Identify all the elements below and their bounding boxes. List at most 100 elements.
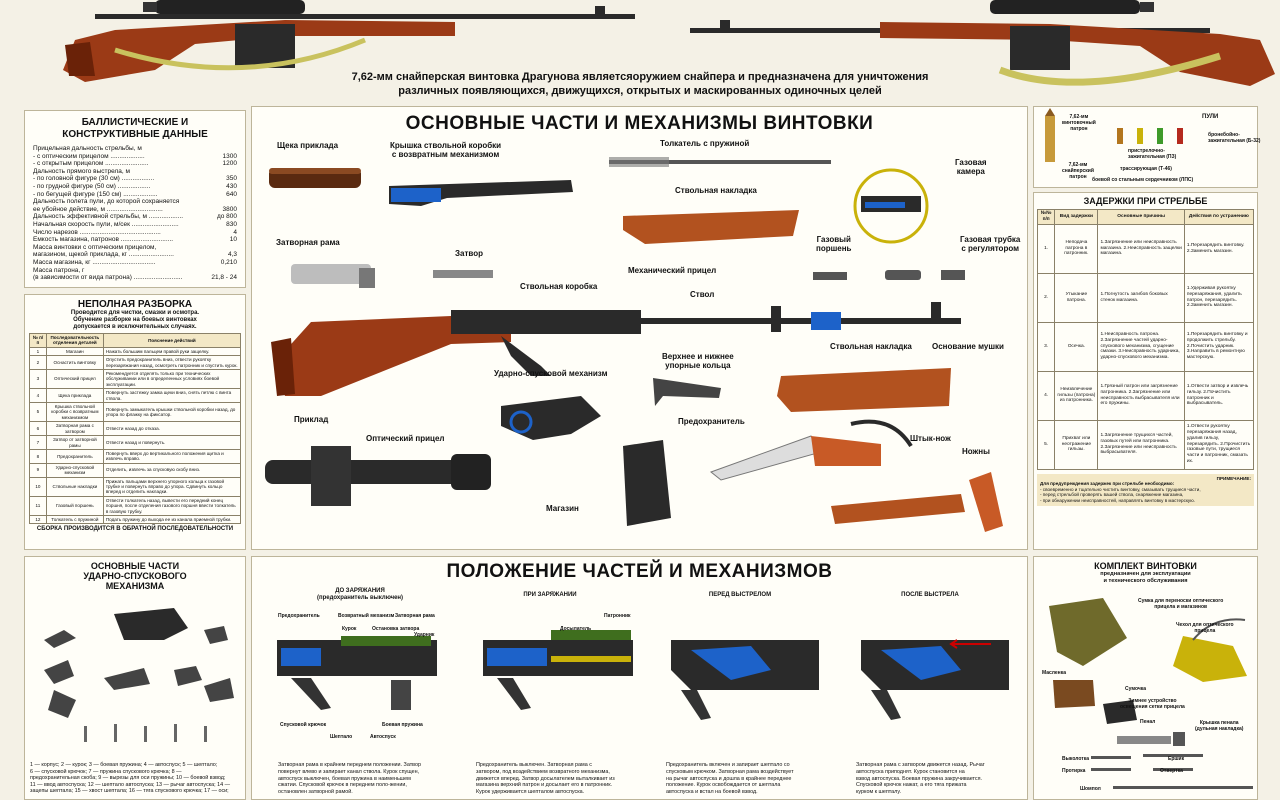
ballistics-row: Число нарезов ..........................… [33,228,237,236]
label-magazine: Магазин [546,504,579,513]
bullet-pz: пристрелочно- зажигательная (ПЗ) [1128,148,1177,160]
main-parts-title: ОСНОВНЫЕ ЧАСТИ И МЕХАНИЗМЫ ВИНТОВКИ [405,113,874,134]
col-num: № п/п [29,333,47,348]
label-safety: Предохранитель [678,417,745,426]
table-row: 1.Неподача патрона в патронник.1.Загрязн… [1036,223,1255,274]
ballistics-row: Дальность эффективной стрельбы, м ......… [33,213,237,221]
ballistics-row: - с оптическим прицелом ................… [33,152,237,160]
label-cover: Крышка ствольной коробки с возвратным ме… [390,141,502,159]
pos1-title: ДО ЗАРЯЖАНИЯ (предохранитель выключен) [316,588,404,601]
pos1-text: Затворная рама в крайнем переднем положе… [278,762,421,796]
bullet-b32: бронебойно- зажигательная (Б-32) [1208,132,1261,144]
trigger-parts-legend: 1 — корпус; 2 — курок; 3 — боевая пружин… [30,762,231,795]
label-gas-tube: Газовая трубка с регулятором [960,235,1021,253]
ammo-illustrations [1045,108,1183,162]
label-pusher: Толкатель с пружиной [660,139,750,148]
pos4-text: Затворная рама с затвором движется назад… [856,762,985,796]
ballistics-panel: БАЛЛИСТИЧЕСКИЕ И КОНСТРУКТИВНЫЕ ДАННЫЕ П… [24,110,246,288]
label-gas-piston: Газовый поршень [816,235,852,253]
label-handguard-bottom: Ствольная накладка [830,342,912,351]
kit-illustrations [1049,598,1253,789]
label-knives: Ножны [962,447,990,456]
col-seq: Последовательность отделения деталей [45,333,104,348]
trigger-parts-title: ОСНОВНЫЕ ЧАСТИ УДАРНО-СПУСКОВОГО МЕХАНИЗ… [83,561,187,591]
ballistics-row: (в зависимости от вида патрона) ........… [33,274,237,282]
trigger-parts-illustration [44,608,234,742]
col-type: Вид задержки [1054,209,1099,225]
malfunctions-panel: ЗАДЕРЖКИ ПРИ СТРЕЛЬБЕ №№ п/п Вид задержк… [1033,192,1258,550]
tag-auto-sear-1: Автоспуск [370,734,396,740]
table-row: 2.Утыкание патрона.1.Погнутость загибов … [1036,272,1255,323]
table-row: 5.Прихват или неотражение гильзы.1.Загря… [1036,419,1255,470]
label-rings: Верхнее и нижнее упорные кольца [662,352,734,370]
tag-chamber-2: Патронник [604,613,631,619]
ballistics-row: Масса патрона, г [33,266,85,274]
kit-brush: Ершик [1168,756,1185,762]
disassembly-footer: СБОРКА ПРОИЗВОДИТСЯ В ОБРАТНОЙ ПОСЛЕДОВА… [36,526,234,533]
tag-bolt-stop-1: Остановка затвора [372,626,420,632]
disassembly-table: № п/п Последовательность отделения детал… [29,333,242,525]
label-scope: Оптический прицел [366,434,445,443]
label-bayonet: Штык-нож [910,434,951,443]
label-receiver: Ствольная коробка [520,282,598,291]
ballistics-title: БАЛЛИСТИЧЕСКИЕ И КОНСТРУКТИВНЫЕ ДАННЫЕ [62,117,208,140]
ballistics-row: Масса винтовки с оптическим прицелом, [33,243,157,251]
ballistics-row: Прицельная дальность стрельбы, м [33,145,142,152]
rifle-left-illustration [63,0,635,82]
ballistics-row: - по грудной фигуре (50 см) ............… [33,182,237,190]
table-row: 4.Неизвлечение гильзы (патрона) из патро… [1036,370,1255,421]
kit-subtitle: предназначен для эксплуатации и техничес… [1100,571,1191,584]
col-cause: Основные причины [1097,209,1185,225]
kit-wiper: Протирка [1062,768,1086,774]
ballistics-row: - с открытым прицелом ..................… [33,160,237,168]
disassembly-panel: НЕПОЛНАЯ РАЗБОРКА Проводится для чистки,… [24,294,246,550]
bullets-title: ПУЛИ [1202,114,1219,120]
ballistics-row: - по головной фигуре (30 см) ...........… [33,175,237,183]
bullet-lps: боевой со стальным сердечником (ЛПС) [1092,177,1194,183]
malfunctions-note: ПРИМЕЧАНИЕ: Для предупреждения задержек … [1037,473,1254,506]
ballistics-row: Емкость магазина, патронов .............… [33,236,237,244]
col-action: Действия по устранению [1183,209,1255,225]
label-cheek: Щека приклада [277,141,339,150]
label-trigger: Ударно-спусковой механизм [494,369,608,378]
disassembly-title: НЕПОЛНАЯ РАЗБОРКА [77,299,193,310]
kit-screwdriver: Отвертка [1160,768,1183,774]
pos2-text: Предохранитель выключен. Затворная рама … [476,762,615,796]
kit-pencil-cap: Крышка пенала (дульная накладка) [1195,720,1244,732]
tag-trigger-spring-1: Спусковой крючок [280,722,327,728]
ballistics-row: Масса магазина, кг .....................… [33,258,237,266]
table-row: 3.Осечка.1.Неисправность патрона. 2.Загр… [1036,321,1255,372]
label-handguard-top: Ствольная накладка [675,186,757,195]
kit-oiler: Масленка [1042,670,1066,676]
tag-safety-1: Предохранитель [278,613,320,619]
col-expl: Пояснение действий [102,333,242,348]
ammo-panel [1033,106,1258,188]
ballistics-row: ее убойное действие, м .................… [33,205,237,213]
kit-title: КОМПЛЕКТ ВИНТОВКИ [1094,561,1197,571]
rifle-right-illustration [690,0,1275,86]
pos2-title: ПРИ ЗАРЯЖАНИИ [523,592,577,598]
ballistics-row: Дальность полета пули, до которой сохран… [33,198,180,206]
tag-striker-1: Ударник [414,632,435,638]
parts-illustrations [265,157,1003,532]
col-n: №№ п/п [1036,209,1056,225]
label-bolt-carrier: Затворная рама [276,238,340,247]
positions-illustrations [277,630,1009,720]
ballistics-row: магазином, щекой приклада, кг ..........… [33,251,237,259]
tag-rammer-2: Досылатель [560,626,592,632]
ballistics-row: - по бегущей фигуре (150 см) ...........… [33,190,237,198]
kit-pouch: Сумочка [1125,686,1147,692]
malfunctions-title: ЗАДЕРЖКИ ПРИ СТРЕЛЬБЕ [1083,196,1208,206]
disassembly-subtitle: Проводится для чистки, смазки и осмотра.… [70,310,200,330]
ammo-cart1: 7,62-мм винтовочный патрон [1062,114,1096,132]
label-barrel: Ствол [690,290,715,299]
